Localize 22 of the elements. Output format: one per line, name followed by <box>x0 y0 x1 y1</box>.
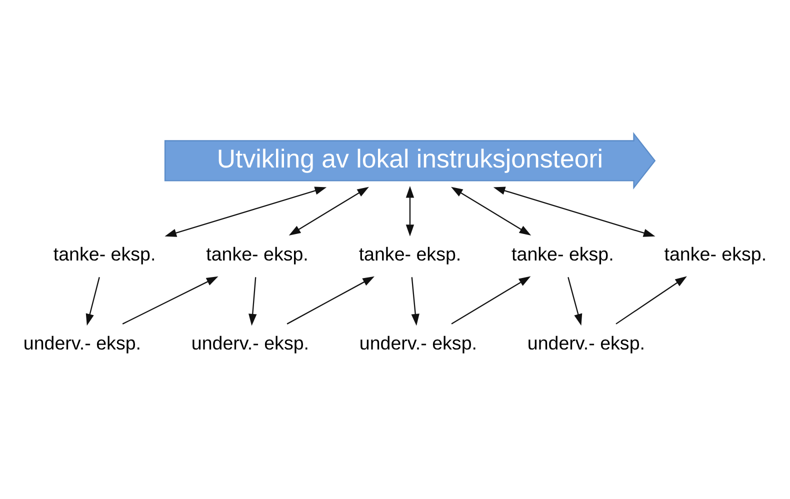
arrow <box>411 276 420 326</box>
arrow <box>288 186 369 235</box>
node-text: underv.- eksp. <box>191 332 310 354</box>
node-text: tanke- eksp. <box>358 242 462 264</box>
node-text: underv.- eksp. <box>23 332 142 354</box>
node-text: tanke- eksp. <box>512 242 614 264</box>
arrow <box>493 186 656 236</box>
arrow <box>164 186 327 236</box>
node-text: underv.- eksp. <box>527 332 646 354</box>
arrow <box>616 276 687 324</box>
arrow <box>286 276 374 324</box>
arrow <box>451 276 531 324</box>
arrow <box>406 185 414 236</box>
arrow <box>568 276 582 326</box>
arrow <box>451 186 532 235</box>
arrow <box>248 276 257 326</box>
node-text: tanke- eksp. <box>53 242 156 264</box>
arrow <box>86 276 100 326</box>
node-text: tanke- eksp. <box>664 242 767 264</box>
node-text: tanke- eksp. <box>206 242 308 264</box>
node-text: underv.- eksp. <box>359 332 478 354</box>
arrow <box>122 276 218 324</box>
